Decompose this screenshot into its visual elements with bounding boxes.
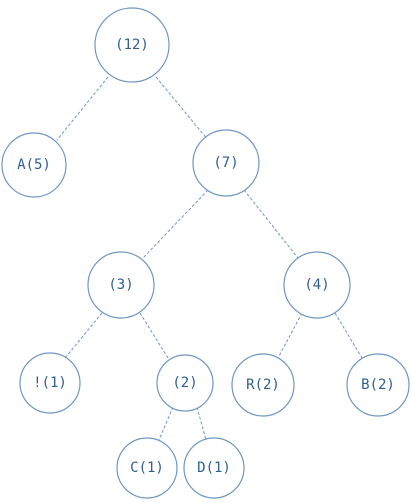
node-4-label: (4): [304, 277, 329, 293]
node-d1-label: D(1): [197, 460, 231, 476]
node-2: (2): [156, 354, 214, 412]
edge-7-4: [243, 189, 299, 259]
edge-2-c1: [158, 406, 174, 441]
node-c1-label: C(1): [130, 460, 164, 476]
edge-3-ex1: [64, 312, 103, 359]
node-r2-label: R(2): [246, 377, 280, 393]
node-3-label: (3): [108, 277, 133, 293]
node-root-12: (12): [94, 7, 170, 83]
node-a5: A(5): [1, 132, 67, 198]
node-a5-label: A(5): [17, 157, 51, 173]
edge-4-b2: [334, 312, 363, 359]
node-4: (4): [283, 251, 351, 319]
node-d1: D(1): [183, 437, 245, 499]
node-ex1: !(1): [19, 352, 81, 414]
node-2-label: (2): [172, 375, 197, 391]
edge-7-3: [142, 189, 209, 259]
node-b2-label: B(2): [361, 377, 395, 393]
node-r2: R(2): [231, 353, 295, 417]
edge-3-2: [139, 312, 169, 359]
node-ex1-label: !(1): [33, 375, 67, 391]
node-7: (7): [192, 129, 260, 197]
node-c1: C(1): [116, 437, 178, 499]
node-b2: B(2): [346, 353, 410, 417]
edge-12-a5: [56, 76, 109, 141]
node-3: (3): [87, 251, 155, 319]
edge-4-r2: [277, 312, 303, 359]
edge-12-7: [155, 76, 209, 141]
node-7-label: (7): [213, 155, 238, 171]
node-root-12-label: (12): [115, 37, 149, 53]
edge-2-d1: [196, 406, 207, 441]
